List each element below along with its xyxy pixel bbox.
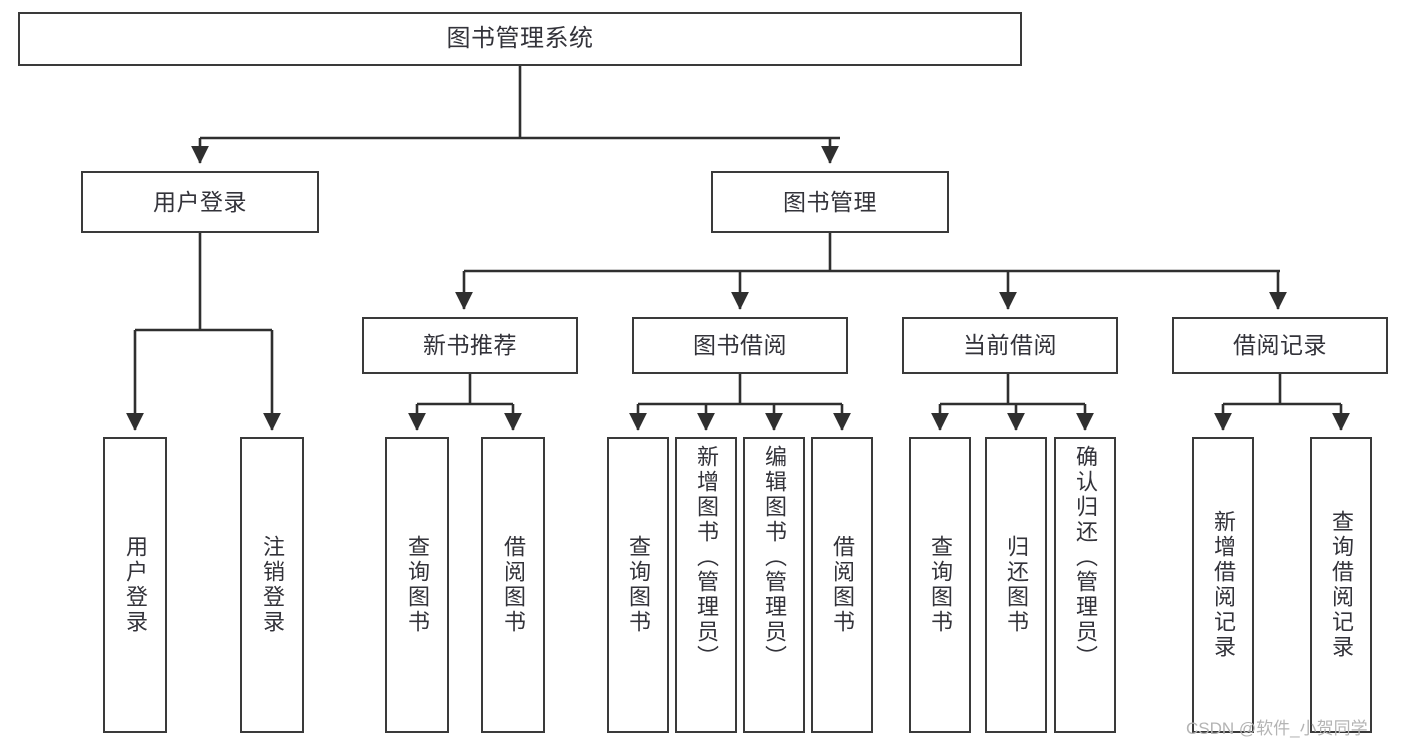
- node-borrowing-record[interactable]: 借阅记录: [1172, 317, 1388, 374]
- node-label: 当前借阅: [963, 332, 1057, 359]
- leaf-add-book-admin[interactable]: 新增图书（管理员）: [675, 437, 737, 733]
- node-label: 用户登录: [153, 188, 247, 215]
- leaf-add-borrow-record[interactable]: 新增借阅记录: [1192, 437, 1254, 733]
- node-book-management[interactable]: 图书管理: [711, 171, 949, 233]
- node-label: 新书推荐: [423, 332, 517, 359]
- leaf-confirm-return-admin[interactable]: 确认归还（管理员）: [1054, 437, 1116, 733]
- node-label: 确认归还（管理员）: [1073, 445, 1098, 670]
- leaf-logout[interactable]: 注销登录: [240, 437, 304, 733]
- leaf-query-book-borrowing[interactable]: 查询图书: [607, 437, 669, 733]
- node-label: 图书管理系统: [446, 25, 594, 52]
- node-label: 查询图书: [928, 535, 953, 635]
- node-current-borrowing[interactable]: 当前借阅: [902, 317, 1118, 374]
- leaf-query-borrow-record[interactable]: 查询借阅记录: [1310, 437, 1372, 733]
- leaf-edit-book-admin[interactable]: 编辑图书（管理员）: [743, 437, 805, 733]
- node-label: 借阅图书: [830, 535, 855, 635]
- node-label: 新增借阅记录: [1211, 510, 1236, 660]
- node-label: 用户登录: [123, 535, 148, 635]
- node-label: 图书管理: [783, 188, 877, 215]
- node-root-library-management-system[interactable]: 图书管理系统: [18, 12, 1022, 66]
- node-user-login[interactable]: 用户登录: [81, 171, 319, 233]
- leaf-borrow-book-borrowing[interactable]: 借阅图书: [811, 437, 873, 733]
- node-label: 查询借阅记录: [1329, 510, 1354, 660]
- node-label: 查询图书: [626, 535, 651, 635]
- leaf-borrow-book-new-book-rec[interactable]: 借阅图书: [481, 437, 545, 733]
- node-book-borrowing[interactable]: 图书借阅: [632, 317, 848, 374]
- node-label: 归还图书: [1004, 535, 1029, 635]
- node-new-book-recommendation[interactable]: 新书推荐: [362, 317, 578, 374]
- leaf-user-login[interactable]: 用户登录: [103, 437, 167, 733]
- node-label: 图书借阅: [693, 332, 787, 359]
- node-label: 借阅图书: [501, 535, 526, 635]
- node-label: 注销登录: [260, 535, 285, 635]
- node-label: 查询图书: [405, 535, 430, 635]
- node-label: 新增图书（管理员）: [694, 445, 719, 670]
- node-label: 编辑图书（管理员）: [762, 445, 787, 670]
- leaf-return-book[interactable]: 归还图书: [985, 437, 1047, 733]
- node-label: 借阅记录: [1233, 332, 1327, 359]
- leaf-query-book-current-borrowing[interactable]: 查询图书: [909, 437, 971, 733]
- csdn-watermark: CSDN @软件_小贺同学: [1186, 719, 1368, 738]
- leaf-query-book-new-book-rec[interactable]: 查询图书: [385, 437, 449, 733]
